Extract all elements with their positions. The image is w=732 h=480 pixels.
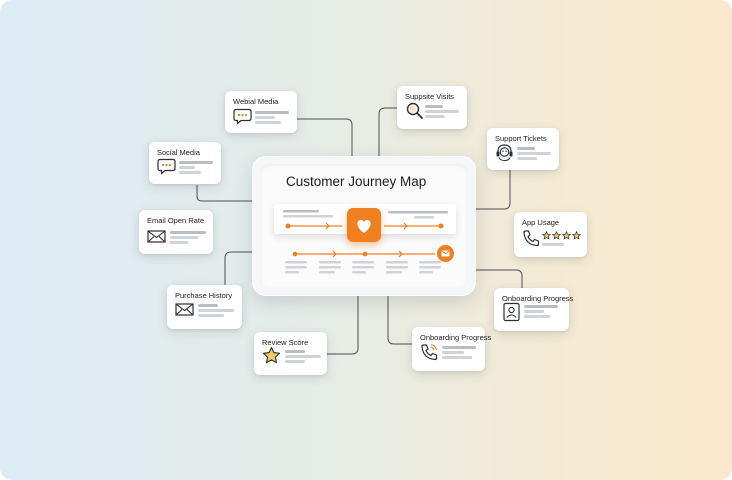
envelope-icon — [147, 230, 166, 243]
star-icon — [551, 231, 562, 240]
text-placeholder — [170, 231, 206, 234]
rating-stars — [542, 231, 582, 240]
node-label: Purchase History — [175, 291, 233, 300]
phone-ring-icon — [421, 343, 438, 361]
journey-map-title: Customer Journey Map — [286, 174, 427, 189]
timeline-bottom-text-bars — [285, 261, 441, 274]
node-label: Onboarding Progress — [420, 333, 492, 342]
text-placeholder — [442, 356, 472, 359]
node-onboarding-progress-right[interactable]: Onboarding Progress — [494, 288, 573, 331]
node-support-tickets[interactable]: Support Tickets — [487, 128, 559, 170]
node-label: App Usage — [522, 218, 560, 227]
star-icon — [561, 231, 572, 240]
text-placeholder — [517, 147, 535, 150]
node-purchase-history[interactable]: Purchase History — [167, 285, 242, 329]
star-icon — [542, 231, 552, 240]
text-placeholder — [285, 360, 305, 363]
text-placeholder — [442, 351, 464, 354]
connector-purchase-history — [224, 251, 252, 285]
node-onboarding-progress-bottom[interactable]: Onboarding Progress — [412, 327, 491, 371]
node-review-score[interactable]: Review Score — [254, 332, 327, 375]
text-placeholder — [442, 346, 476, 349]
text-placeholder — [255, 111, 289, 114]
text-placeholder — [179, 171, 201, 174]
connector-onboarding-bottom — [387, 296, 412, 345]
text-placeholder — [179, 166, 195, 169]
node-suppsite-visits[interactable]: Suppsite Visits — [397, 86, 467, 129]
text-placeholder — [198, 304, 218, 307]
node-label: Onboarding Progress — [502, 294, 574, 303]
timeline-top-line — [285, 222, 444, 230]
phone-icon — [523, 230, 540, 247]
timeline-bottom-line — [292, 250, 435, 258]
node-social-media[interactable]: Social Media — [149, 142, 221, 184]
connector-webial-media — [297, 118, 353, 156]
text-placeholder — [524, 310, 544, 313]
node-label: Support Tickets — [495, 134, 547, 143]
text-placeholder — [524, 315, 550, 318]
text-placeholder — [524, 305, 558, 308]
connector-social-media — [196, 185, 252, 202]
node-label: Social Media — [157, 148, 200, 157]
text-placeholder — [170, 241, 188, 244]
text-placeholder — [255, 116, 275, 119]
text-placeholder — [198, 309, 234, 312]
text-placeholder — [255, 121, 281, 124]
node-label: Webial Media — [233, 97, 279, 106]
node-label: Suppsite Visits — [405, 92, 455, 101]
magnifier-icon — [406, 102, 423, 119]
node-webial-media[interactable]: Webial Media — [225, 91, 297, 133]
envelope-icon — [175, 303, 194, 316]
mail-icon — [441, 250, 450, 257]
chat-icon — [157, 158, 176, 175]
text-placeholder — [425, 110, 459, 113]
chat-icon — [233, 108, 252, 125]
connector-suppsite-visits — [378, 107, 397, 156]
node-email-open-rate[interactable]: Email Open Rate — [139, 210, 213, 254]
headset-icon — [496, 144, 513, 162]
text-placeholder — [170, 236, 198, 239]
text-placeholder — [198, 314, 224, 317]
text-placeholder — [542, 243, 564, 246]
text-placeholder — [425, 105, 443, 108]
text-placeholder — [425, 115, 445, 118]
connector-onboarding-right — [476, 269, 523, 288]
text-placeholder — [285, 355, 321, 358]
text-placeholder — [179, 161, 213, 164]
text-placeholder — [285, 350, 305, 353]
node-label: Review Score — [262, 338, 309, 347]
mail-badge — [437, 245, 454, 262]
text-placeholder — [517, 157, 537, 160]
node-label: Email Open Rate — [147, 216, 205, 225]
connector-review-score — [327, 296, 359, 355]
star-icon — [571, 231, 582, 240]
text-placeholder — [517, 152, 551, 155]
timeline-top-text-bars — [283, 210, 448, 219]
star-icon — [262, 346, 281, 364]
node-app-usage[interactable]: App Usage — [514, 212, 587, 257]
heart-icon — [357, 219, 371, 233]
id-card-icon — [503, 302, 520, 322]
heart-badge — [347, 208, 381, 242]
connector-support-tickets — [476, 170, 511, 210]
